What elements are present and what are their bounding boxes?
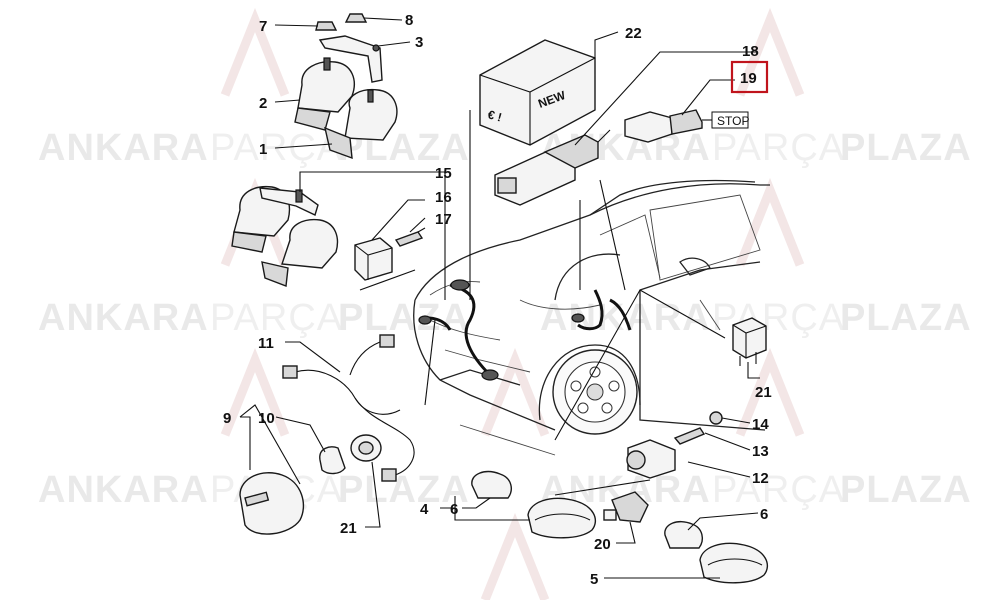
callout-21-grommet: 21 — [340, 520, 357, 537]
callout-3: 3 — [415, 34, 423, 51]
connector-dot — [450, 279, 470, 291]
watermark-word-parca: PARÇA — [210, 297, 343, 339]
callout-20: 20 — [594, 536, 611, 553]
part-14-bulb-holder — [709, 411, 723, 425]
connector-dot — [481, 369, 499, 381]
connector-dot — [571, 313, 585, 323]
callout-9: 9 — [223, 410, 231, 427]
callout-13: 13 — [752, 443, 769, 460]
part-11-harness — [282, 334, 415, 482]
stop-tag — [711, 111, 749, 129]
part-17-terminal — [394, 227, 426, 247]
watermark-word-ankara: ANKARA — [38, 469, 209, 511]
callout-4: 4 — [420, 501, 429, 518]
connector-dot — [418, 315, 432, 325]
part-5-side-indicator — [699, 542, 769, 584]
part-20-bulb-holder — [603, 491, 649, 523]
part-18-stop-switch — [494, 129, 611, 206]
part-21-grommet — [350, 434, 382, 462]
leader-lines — [239, 17, 760, 579]
watermark-word-ankara: ANKARA — [38, 297, 209, 339]
callout-7: 7 — [259, 18, 267, 35]
part-3-bracket — [318, 35, 383, 83]
watermark-word-plaza: PLAZA — [840, 127, 972, 169]
part-6-bulb-right — [664, 520, 704, 549]
watermark-row-3: ANKARA PARÇA PLAZA ANKARA PARÇA PLAZA — [38, 469, 972, 511]
part-15-horn-set — [231, 185, 339, 287]
part-8-nut — [344, 13, 368, 23]
part-4-side-indicator — [527, 497, 597, 539]
part-16-connector — [354, 237, 393, 281]
part-22-control-unit: NEW € ! — [479, 39, 596, 146]
callout-6-right: 6 — [760, 506, 768, 523]
watermark-row-2: ANKARA PARÇA PLAZA ANKARA PARÇA PLAZA — [38, 297, 972, 339]
callout-11: 11 — [258, 335, 274, 352]
watermark-word-plaza: PLAZA — [338, 469, 470, 511]
callout-16: 16 — [435, 189, 452, 206]
callout-17: 17 — [435, 211, 452, 228]
callout-6-left: 6 — [450, 501, 458, 518]
watermark-word-parca: PARÇA — [712, 127, 845, 169]
part-19-stop-switch: STOP — [624, 109, 749, 143]
callout-12: 12 — [752, 470, 769, 487]
watermark-word-parca: PARÇA — [712, 469, 845, 511]
watermark-word-plaza: PLAZA — [840, 297, 972, 339]
watermark-word-plaza: PLAZA — [840, 469, 972, 511]
watermark-word-ankara: ANKARA — [38, 127, 209, 169]
part-9-lamp — [239, 472, 305, 535]
callout-10: 10 — [258, 410, 275, 427]
watermark-word-plaza: PLAZA — [338, 297, 470, 339]
part-7-nut — [315, 21, 338, 31]
part-21-relay — [732, 317, 767, 366]
callout-19: 19 — [740, 70, 757, 87]
callout-1: 1 — [259, 141, 267, 158]
callout-19-highlight — [730, 60, 769, 94]
callout-5: 5 — [590, 571, 598, 588]
car-outline — [413, 179, 770, 456]
part-13-terminal — [673, 427, 706, 445]
watermark-word-parca: PARÇA — [712, 297, 845, 339]
part-10-bulb — [319, 446, 346, 475]
callout-21-relay: 21 — [755, 384, 772, 401]
part-2-horn — [294, 57, 355, 131]
part-12-socket — [626, 439, 676, 479]
callout-2: 2 — [259, 95, 267, 112]
callout-15: 15 — [435, 165, 452, 182]
callout-14: 14 — [752, 416, 769, 433]
stop-tag-label: STOP — [717, 114, 749, 128]
callout-18: 18 — [742, 43, 759, 60]
callout-8: 8 — [405, 12, 413, 29]
part-6-bulb-left — [471, 470, 512, 499]
car-wiring — [419, 283, 632, 377]
front-wheel — [552, 349, 638, 435]
callout-numbers: 7 8 3 2 1 22 18 19 15 16 17 11 9 10 21 2… — [223, 12, 772, 588]
euro-label: € ! — [486, 107, 503, 124]
callout-22: 22 — [625, 25, 642, 42]
part-1-horn — [324, 88, 398, 160]
